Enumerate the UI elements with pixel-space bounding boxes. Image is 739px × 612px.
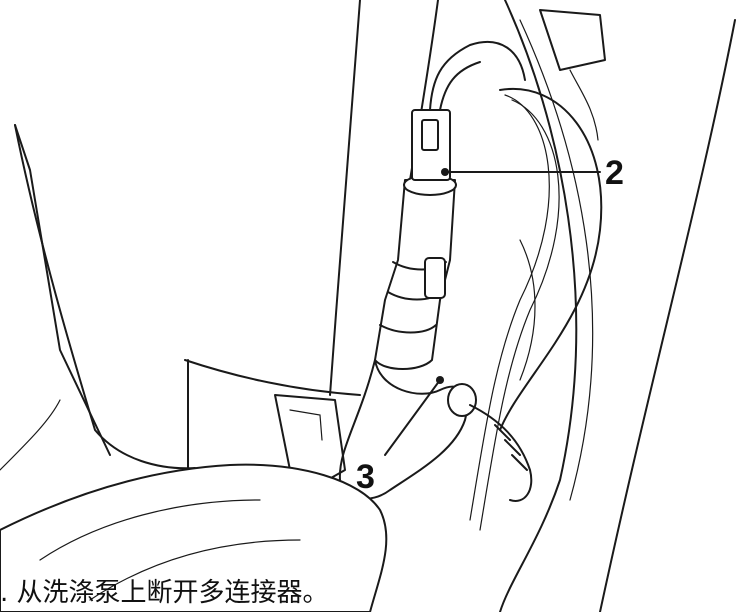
panel-lower-edge [184, 359, 361, 396]
callout-3-leader [384, 379, 441, 456]
callout-3-label: 3 [356, 458, 375, 496]
top-bracket [539, 9, 606, 71]
pump-clip [424, 257, 446, 299]
harness-wire-c [519, 239, 536, 381]
top-bracket-detail [569, 69, 599, 141]
instruction-caption: . 从洗涤泵上断开多连接器。 [0, 578, 329, 608]
body-panel-outline [14, 124, 196, 470]
hose [469, 404, 533, 502]
hose-rib-1 [494, 424, 511, 441]
lower-cover-crease-2 [89, 539, 301, 601]
pillar-line-right [499, 0, 578, 612]
lower-cover [0, 463, 388, 612]
pillar-line-far-right [599, 19, 736, 612]
panel-inner-edge [14, 124, 111, 456]
pillar-inner-line [519, 19, 594, 501]
pump-ring-band-3 [379, 324, 437, 334]
harness-wire-b [479, 99, 560, 531]
connector-lock [421, 119, 439, 151]
connector-wire-2 [439, 61, 481, 111]
outlet-nozzle [447, 383, 477, 417]
connector-wire-1 [429, 40, 526, 111]
lower-cover-crease-1 [39, 499, 261, 561]
hose-rib-3 [511, 454, 528, 471]
reservoir-detail [289, 409, 323, 441]
pillar-line-left [329, 0, 361, 396]
harness-loop [499, 87, 603, 431]
harness-wire-a [469, 94, 550, 521]
lower-cover-crease-3 [0, 399, 61, 471]
hose-rib-2 [504, 439, 521, 456]
callout-2-label: 2 [605, 154, 624, 192]
